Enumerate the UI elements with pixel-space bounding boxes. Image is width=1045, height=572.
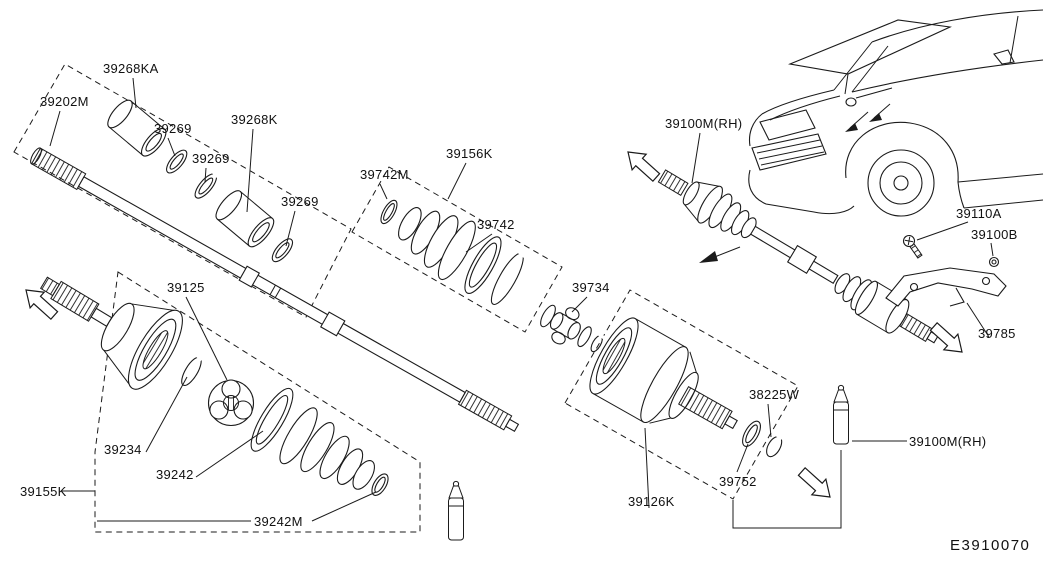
part-label: 39269 (154, 121, 192, 136)
spider-assembly (540, 304, 605, 353)
part-label: 39242 (156, 467, 194, 482)
drive-shaft (30, 147, 520, 433)
kit-box-39155K (94, 271, 421, 533)
part-label: 39269 (281, 194, 319, 209)
part-label: 39100M(RH) (665, 116, 743, 131)
grille (751, 133, 827, 171)
part-label: 39742 (477, 217, 515, 232)
direction-arrow-icon (620, 143, 664, 186)
part-label: 39155K (20, 484, 67, 499)
part-label: 39742M (360, 167, 409, 182)
inner-joint-housing (589, 317, 784, 458)
part-label: 39100M(RH) (909, 434, 987, 449)
part-label: 39100B (971, 227, 1018, 242)
direction-arrow-icon (794, 463, 838, 506)
kit-box-39156K (351, 166, 563, 333)
front-drive-shaft-assembly (657, 169, 939, 344)
install-arrow-icon (845, 123, 858, 132)
part-label: 39125 (167, 280, 205, 295)
part-label: 39242M (254, 514, 303, 529)
inner-boot-kit (380, 199, 526, 306)
part-label: 39202M (40, 94, 89, 109)
front-wheel (867, 149, 935, 217)
bracket-bolt (902, 234, 923, 259)
part-label: 39234 (104, 442, 142, 457)
diagram-code: E3910070 (950, 537, 1031, 554)
damper-collars-and-rings (107, 99, 294, 263)
install-arrow-icon (869, 113, 882, 122)
mirror (993, 49, 1015, 65)
headlight (759, 109, 816, 141)
part-label: 39126K (628, 494, 675, 509)
kit-box-upper-shaft (13, 63, 352, 318)
grease-tube-icon (833, 384, 849, 445)
bracket-washer (988, 256, 1000, 268)
part-label: 39268KA (103, 61, 159, 76)
grease-tube-icon (448, 480, 464, 541)
part-label: 38225W (749, 387, 800, 402)
support-bracket (885, 267, 1007, 307)
part-label: 39110A (956, 206, 1002, 221)
part-label: 39785 (978, 326, 1016, 341)
leader-lines (49, 77, 994, 522)
group-bracket-line (732, 450, 842, 529)
part-label: 39156K (446, 146, 493, 161)
kit-box-inner-joint (564, 289, 799, 500)
part-label: 39268K (231, 112, 278, 127)
part-label: 39269 (192, 151, 230, 166)
tripod-joint (207, 379, 255, 427)
outer-joint-assembly (39, 276, 389, 496)
direction-arrow-icon (699, 251, 718, 263)
bumper (748, 169, 855, 215)
wheel-arch (845, 121, 959, 183)
direction-line (711, 246, 741, 259)
part-label: 39734 (572, 280, 610, 295)
vehicle-illustration (748, 9, 1044, 217)
part-label: 39752 (719, 474, 757, 489)
